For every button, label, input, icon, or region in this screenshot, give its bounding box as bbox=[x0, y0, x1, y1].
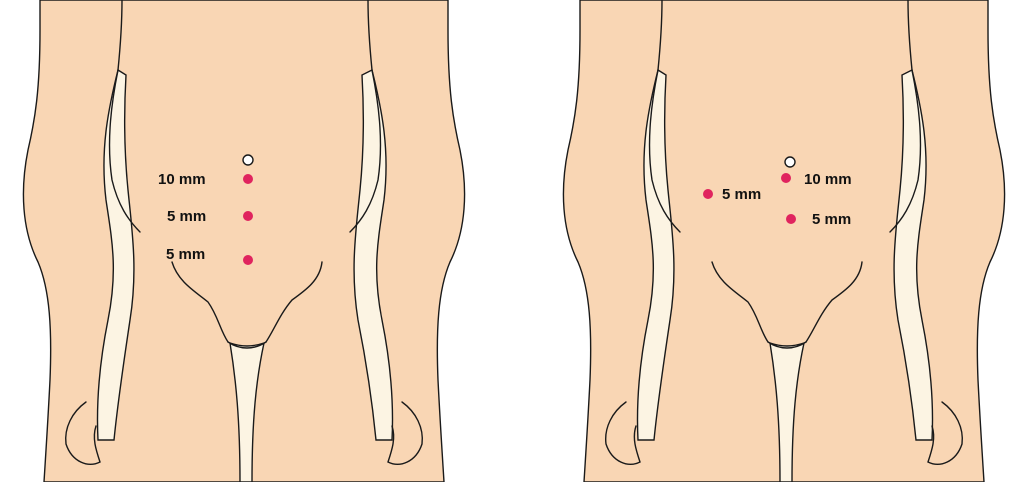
port-label-5mm-lower: 5 mm bbox=[166, 246, 205, 263]
port-label-5mm-lateral: 5 mm bbox=[722, 186, 761, 203]
port-label-5mm-lower: 5 mm bbox=[812, 211, 851, 228]
right-torso-figure: 10 mm 5 mm 5 mm bbox=[540, 0, 1028, 482]
camera-port-marker bbox=[243, 155, 253, 165]
port-label-10mm: 10 mm bbox=[158, 171, 206, 188]
left-torso-figure: 10 mm 5 mm 5 mm bbox=[0, 0, 488, 482]
port-label-5mm-upper: 5 mm bbox=[167, 208, 206, 225]
port-marker-10mm bbox=[243, 174, 253, 184]
camera-port-marker bbox=[785, 157, 795, 167]
right-port-diagram: 10 mm 5 mm 5 mm bbox=[540, 0, 1028, 482]
port-marker-5mm-upper bbox=[243, 211, 253, 221]
port-marker-5mm-lower bbox=[243, 255, 253, 265]
left-port-diagram: 10 mm 5 mm 5 mm bbox=[0, 0, 488, 482]
port-label-10mm: 10 mm bbox=[804, 171, 852, 188]
port-marker-5mm-lower bbox=[786, 214, 796, 224]
port-marker-10mm bbox=[781, 173, 791, 183]
port-marker-5mm-lateral bbox=[703, 189, 713, 199]
